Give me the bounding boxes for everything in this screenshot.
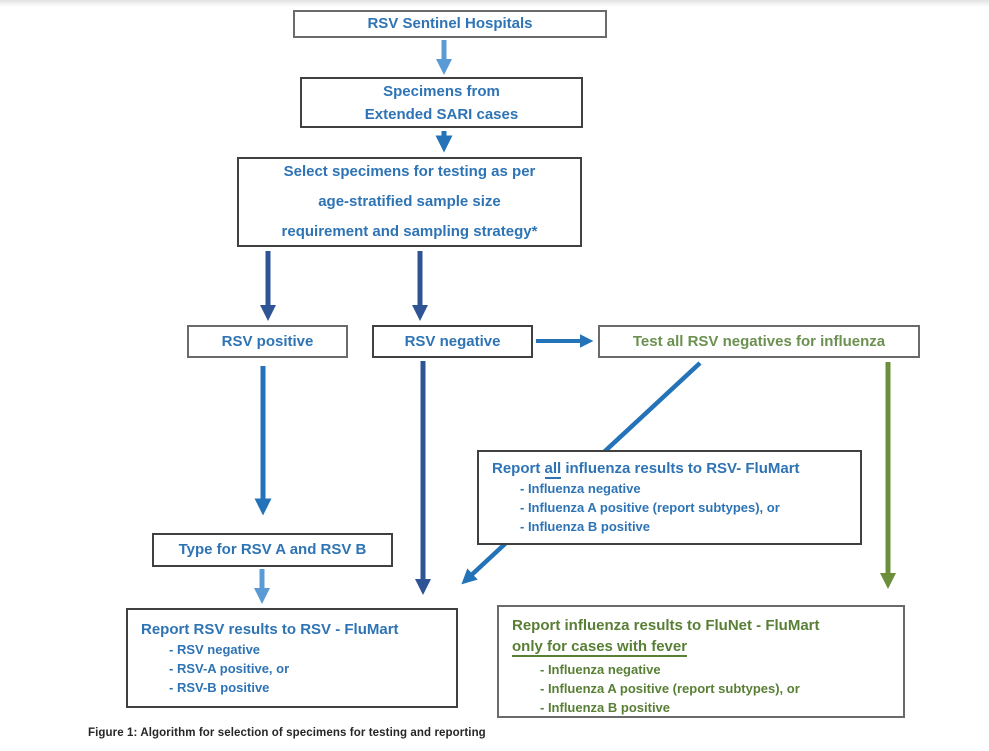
page-top-shade [0, 0, 989, 7]
box-type-rsv-a-b-label: Type for RSV A and RSV B [178, 541, 367, 558]
report-rsv-bullet-2: - RSV-A positive, or [169, 661, 290, 676]
box-select-line1: Select specimens for testing as per [283, 163, 536, 180]
box-specimens-line1: Specimens from [383, 82, 500, 100]
box-select-line3: requirement and sampling strategy* [281, 223, 538, 240]
box-report-flunet-title-line1: Report influenza results to FluNet - Flu… [512, 617, 820, 634]
box-specimens-sari: Specimens from Extended SARI cases [300, 77, 583, 128]
box-specimens-line2: Extended SARI cases [364, 105, 519, 123]
box-test-rsv-negatives: Test all RSV negatives for influenza [598, 325, 920, 358]
box-type-rsv-a-b: Type for RSV A and RSV B [152, 533, 393, 567]
box-report-influenza-flumart: Report all influenza results to RSV- Flu… [477, 450, 862, 545]
report-flunet-bullet-2: - Influenza A positive (report subtypes)… [540, 681, 800, 696]
report-rsv-bullet-1: - RSV negative [169, 642, 261, 657]
report-flunet-bullet-1: - Influenza negative [540, 662, 661, 677]
box-rsv-positive-label: RSV positive [221, 332, 314, 350]
report-influenza-title-prefix: Report [492, 460, 545, 477]
box-report-rsv-flumart: Report RSV results to RSV - FluMart - RS… [126, 608, 458, 708]
report-influenza-title-suffix: influenza results to RSV- FluMart [561, 460, 800, 477]
report-flunet-bullet-3: - Influenza B positive [540, 700, 671, 715]
box-rsv-positive: RSV positive [187, 325, 348, 358]
box-report-rsv-title: Report RSV results to RSV - FluMart [141, 621, 399, 638]
box-report-flunet-title-line2: only for cases with fever [512, 636, 895, 657]
box-rsv-sentinel-hospitals-label: RSV Sentinel Hospitals [367, 15, 533, 32]
box-report-influenza-title: Report all influenza results to RSV- Flu… [492, 458, 852, 479]
report-influenza-bullet-3: - Influenza B positive [520, 519, 651, 534]
report-influenza-bullet-1: - Influenza negative [520, 481, 641, 496]
box-select-specimens: Select specimens for testing as per age-… [237, 157, 582, 247]
report-influenza-title-underlined: all [544, 460, 562, 479]
box-report-flunet-flumart: Report influenza results to FluNet - Flu… [497, 605, 905, 718]
report-flunet-underlined-text: only for cases with fever [512, 638, 688, 657]
report-influenza-bullet-2: - Influenza A positive (report subtypes)… [520, 500, 780, 515]
report-rsv-bullet-3: - RSV-B positive [169, 680, 270, 695]
box-test-rsv-negatives-label: Test all RSV negatives for influenza [632, 332, 886, 350]
box-rsv-negative-label: RSV negative [404, 332, 501, 350]
figure-caption: Figure 1: Algorithm for selection of spe… [88, 727, 486, 739]
box-select-line2: age-stratified sample size [318, 193, 501, 210]
box-rsv-sentinel-hospitals: RSV Sentinel Hospitals [293, 10, 607, 38]
box-rsv-negative: RSV negative [372, 325, 533, 358]
